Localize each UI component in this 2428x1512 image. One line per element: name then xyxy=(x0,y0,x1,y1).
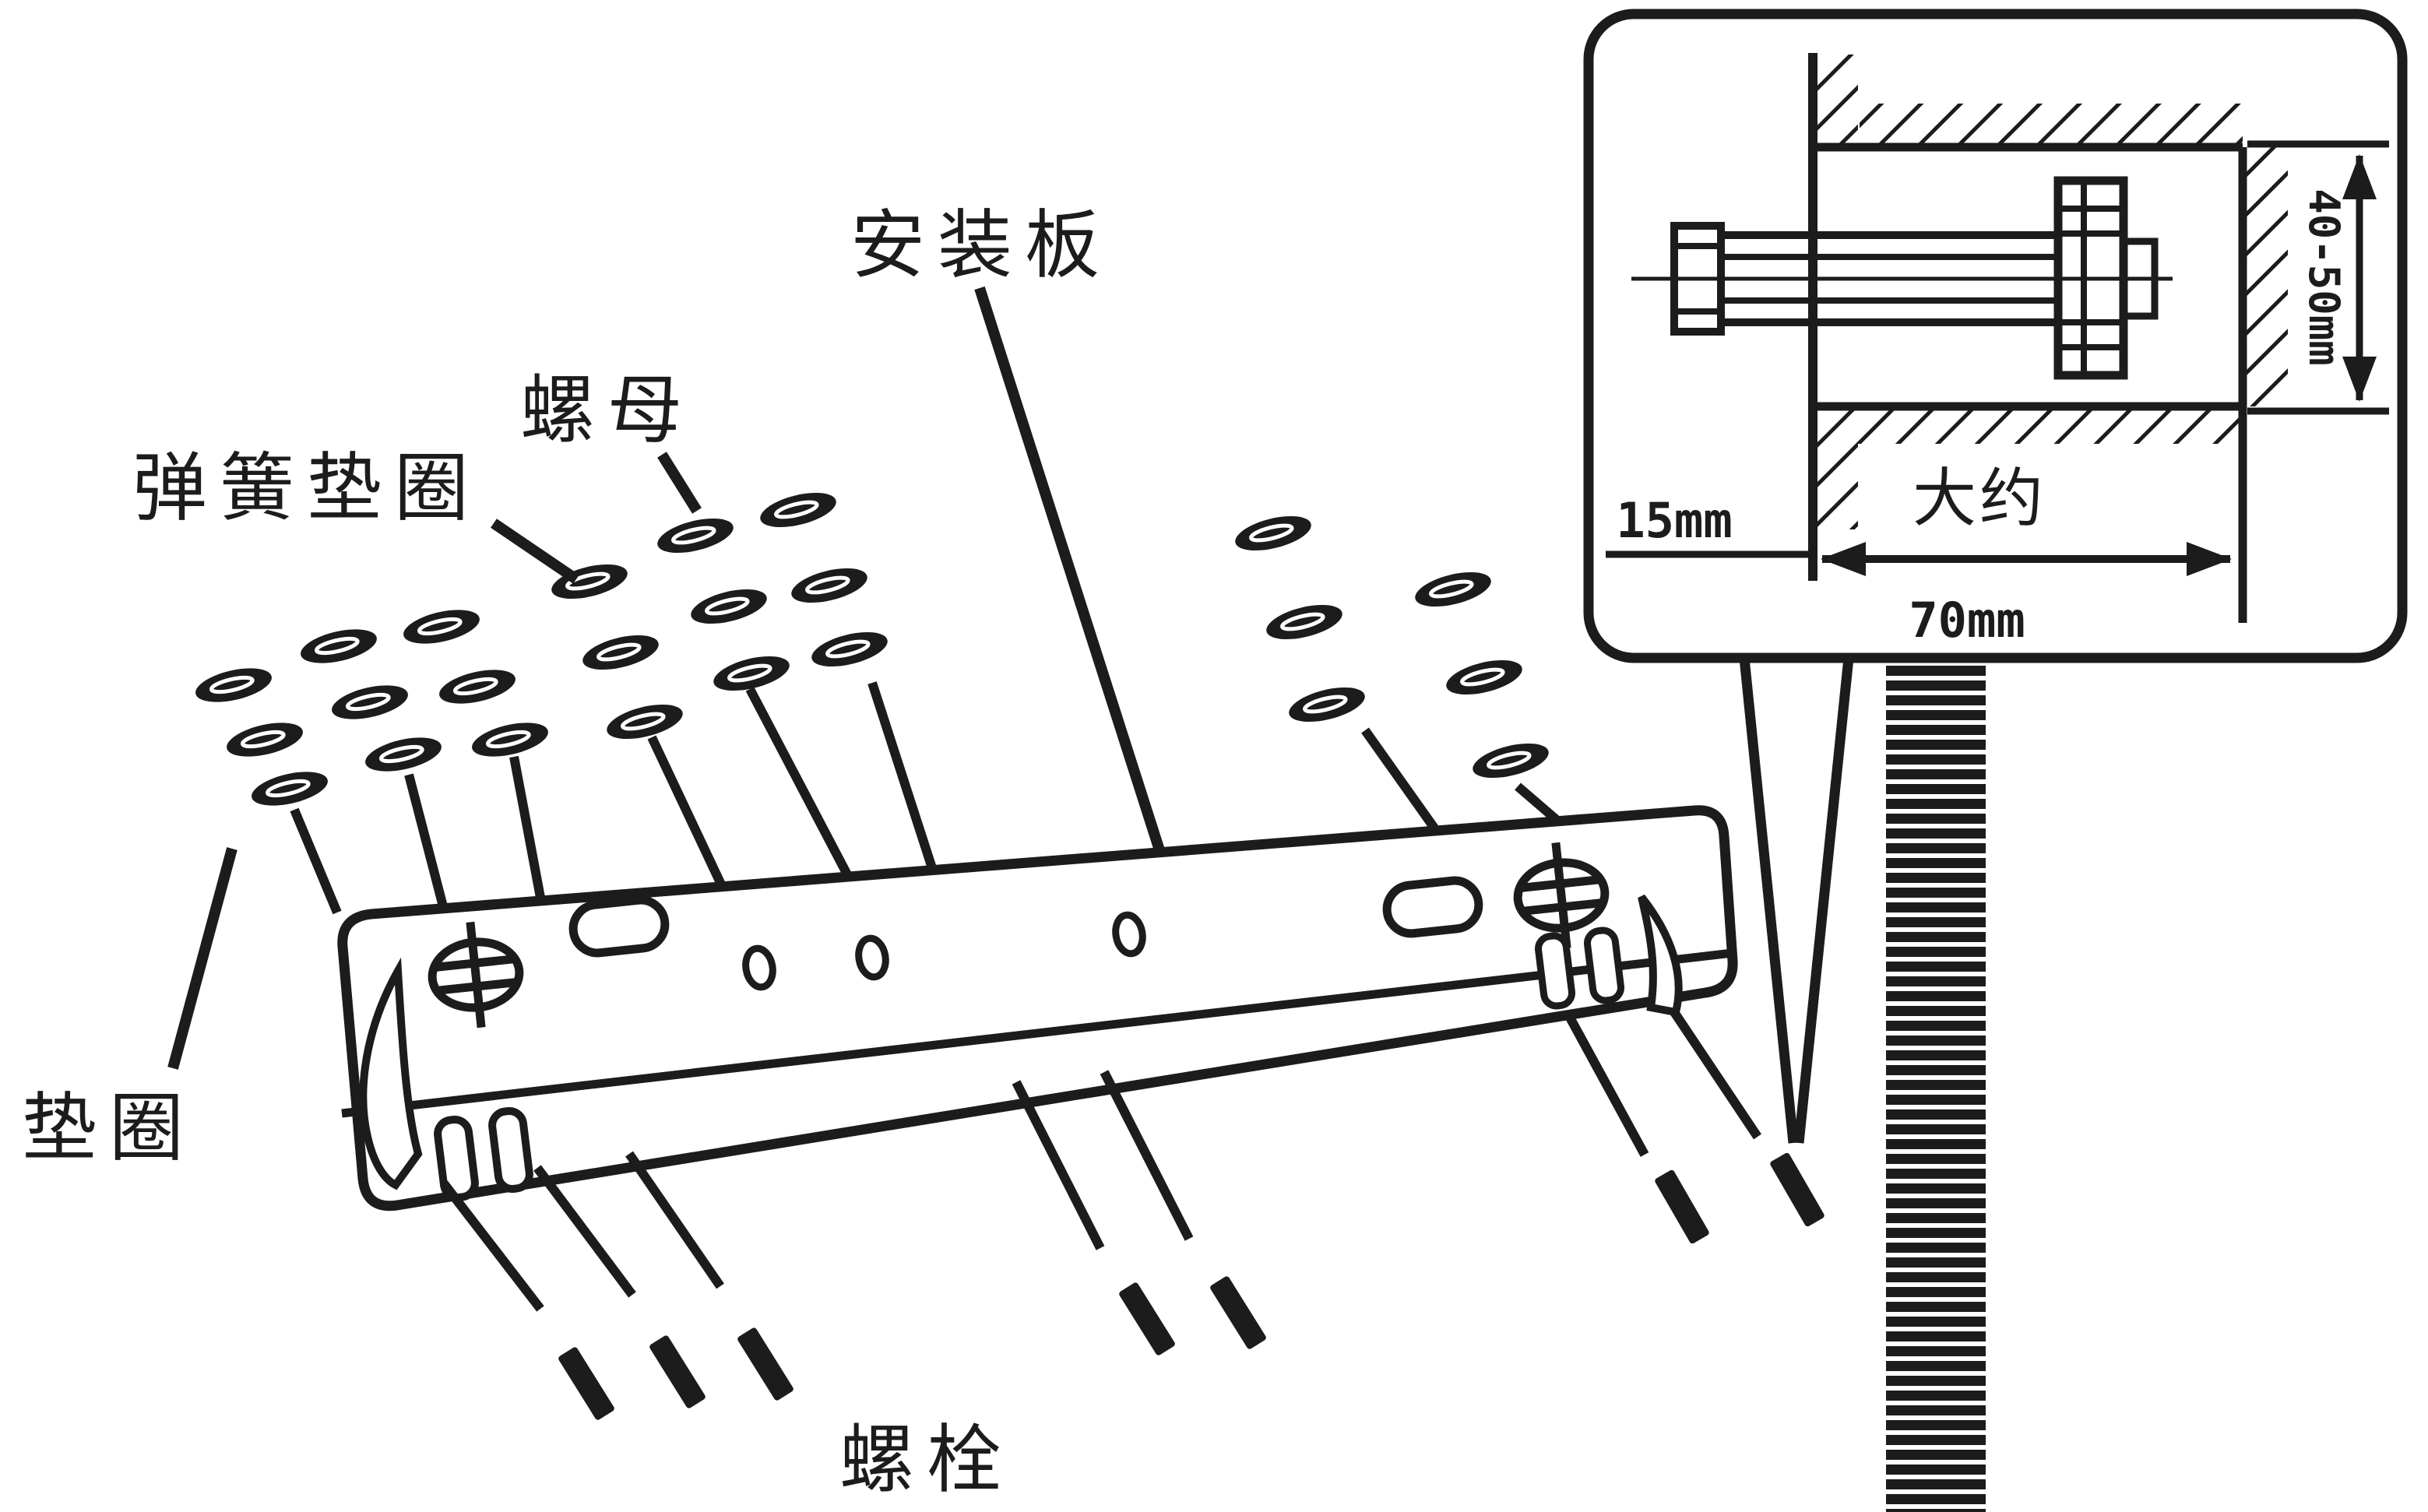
bolt-leader xyxy=(625,1151,724,1289)
part-labels: 弹簧垫圈 螺母 安装板 垫圈 螺栓 xyxy=(22,204,1166,1502)
assembly-line xyxy=(647,735,727,890)
plate-fold-line xyxy=(341,948,1733,1118)
dim-text-height-range: 40-50mm xyxy=(2300,188,2349,366)
assembly-line xyxy=(1361,727,1439,832)
callout-tail-right xyxy=(1793,657,1854,1144)
bolt-leader xyxy=(1100,1070,1194,1241)
inset-box xyxy=(1583,9,2408,663)
label-spring-washer: 弹簧垫圈 xyxy=(132,447,481,530)
callout-tail-left xyxy=(1739,657,1799,1144)
bolt-tip xyxy=(2120,237,2159,320)
wall-hatch xyxy=(2243,147,2288,406)
anchor-bolt-detail xyxy=(1631,176,2173,380)
bolt-leader xyxy=(1012,1080,1105,1250)
dim-text-depth: 70mm xyxy=(1909,592,2025,649)
wall-section xyxy=(1808,53,2288,623)
bolt-hole xyxy=(855,934,889,981)
leader-nut xyxy=(657,452,702,514)
label-bolt: 螺栓 xyxy=(839,1419,1014,1502)
hatched-wall-icon xyxy=(1886,663,1986,1512)
clip-slot xyxy=(491,1109,531,1190)
bolt-leader xyxy=(1670,1009,1761,1140)
bolt-hole xyxy=(742,944,776,991)
detail-inset: 40-50mm 15mm 大约 70mm xyxy=(1583,9,2408,1144)
obround-slot-icon xyxy=(1385,878,1481,936)
clip-slot xyxy=(1537,934,1574,1007)
bolt-leader xyxy=(440,1180,544,1312)
assembly-line xyxy=(1515,782,1560,824)
label-washer: 垫圈 xyxy=(22,1087,196,1170)
wall-hatch xyxy=(1814,55,1858,148)
assembly-line xyxy=(290,807,342,915)
dim-text-edge-distance: 15mm xyxy=(1616,492,1732,549)
assembly-line xyxy=(404,773,449,911)
leader-mounting-plate xyxy=(974,286,1166,855)
spring-clip-fin xyxy=(1638,894,1683,1017)
wall-hatch xyxy=(1814,406,2243,444)
dim-text-approx: 大约 xyxy=(1912,463,2046,534)
mounting-plate xyxy=(337,805,1738,1211)
label-nut: 螺母 xyxy=(520,369,695,452)
assembly-line xyxy=(867,681,938,872)
obround-slot-icon xyxy=(571,898,667,955)
leader-washer xyxy=(167,847,238,1070)
assembly-lines xyxy=(290,681,1560,915)
wall-hatch xyxy=(1814,444,1858,529)
label-mounting-plate: 安装板 xyxy=(850,204,1112,287)
leader-spring-washer xyxy=(491,519,579,584)
assembly-line xyxy=(509,755,546,903)
assembly-line xyxy=(745,687,853,880)
inset-dimensions: 40-50mm 15mm 大约 70mm xyxy=(1606,140,2389,649)
bolt-leader-lines xyxy=(440,1009,1761,1312)
spring-clip-fin xyxy=(359,957,423,1190)
bolt-leader xyxy=(533,1165,636,1298)
clip-slot xyxy=(1586,929,1623,1002)
wall-hatch xyxy=(1860,104,2243,147)
bolt-hole xyxy=(1112,911,1146,958)
bolt-leader xyxy=(1564,1014,1649,1157)
label-leader-lines xyxy=(167,286,1166,1070)
